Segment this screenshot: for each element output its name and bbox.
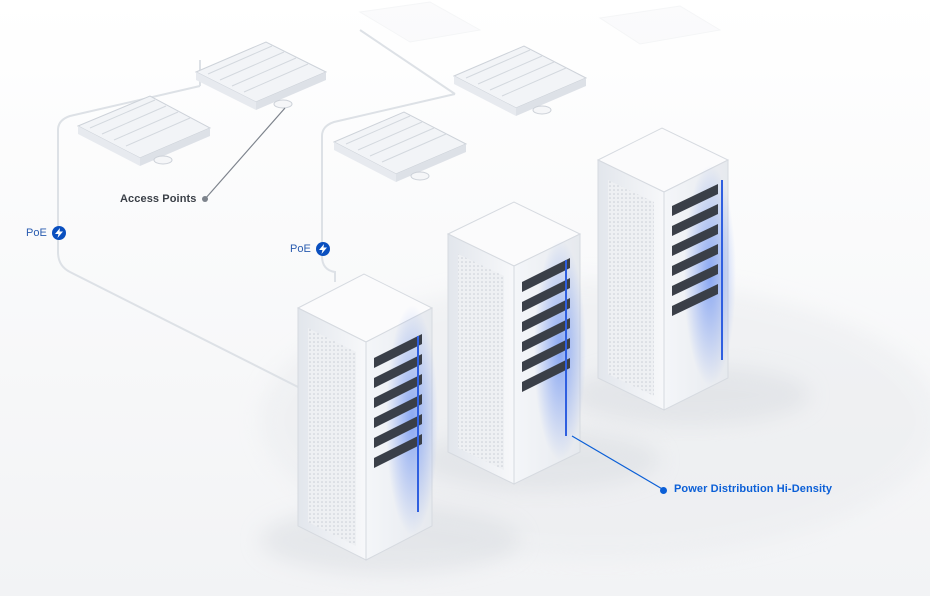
pdu-leader	[571, 435, 665, 491]
access-points-dot	[202, 196, 208, 202]
pdu-label: Power Distribution Hi-Density	[674, 483, 833, 495]
access-point-panel	[76, 95, 212, 166]
access-point-panel	[332, 111, 468, 182]
access-point-panel	[194, 41, 328, 110]
lightning-bolt-icon	[51, 226, 66, 240]
poe-badge-left: PoE	[26, 226, 66, 240]
access-points-leader	[204, 107, 286, 200]
server-rack	[420, 201, 660, 490]
access-point-panel	[452, 45, 588, 116]
faded-ceiling-panel	[358, 1, 722, 45]
poe-label: PoE	[290, 243, 311, 255]
server-rack	[570, 127, 810, 425]
poe-badge-right: PoE	[290, 242, 330, 256]
access-points-label: Access Points	[120, 193, 197, 205]
lightning-bolt-icon	[315, 242, 330, 256]
pdu-dot	[660, 487, 667, 494]
poe-label: PoE	[26, 227, 47, 239]
server-rack	[260, 273, 520, 574]
